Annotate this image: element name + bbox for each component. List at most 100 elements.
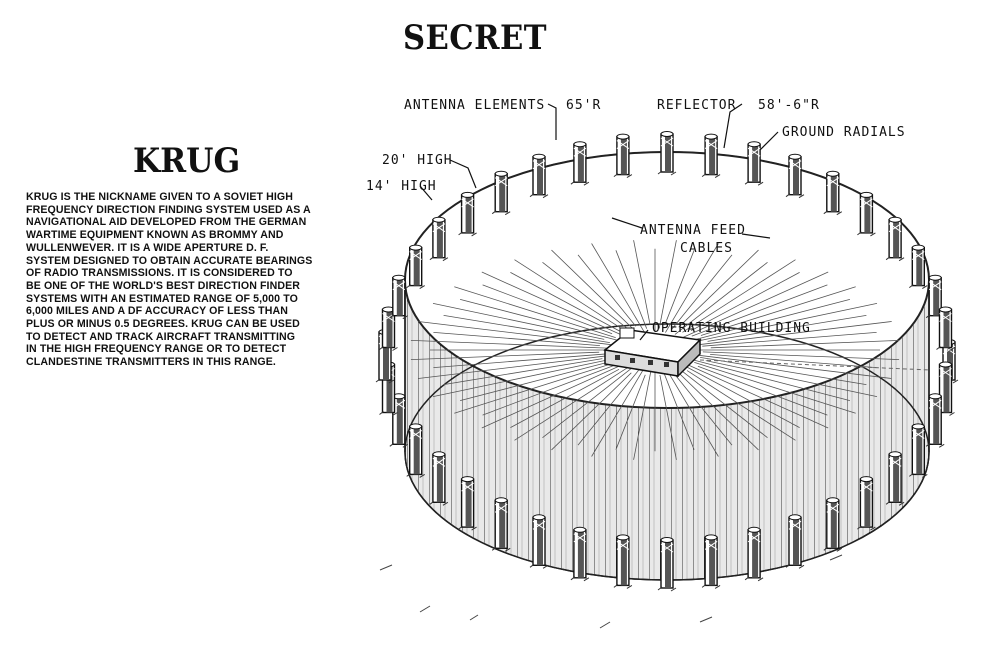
feed-radial-line bbox=[482, 284, 613, 335]
antenna-mast bbox=[379, 306, 398, 351]
feed-radial-line bbox=[551, 249, 635, 331]
antenna-mast bbox=[785, 514, 805, 569]
feed-radial-line bbox=[674, 365, 768, 439]
feed-radial-line bbox=[410, 340, 608, 349]
feed-radial-line bbox=[633, 240, 651, 325]
feed-radial-line bbox=[443, 358, 603, 385]
antenna-mast bbox=[529, 153, 549, 199]
antenna-mast bbox=[785, 153, 805, 199]
label-antenna-feed: ANTENNA FEED bbox=[640, 223, 746, 238]
feed-radial-line bbox=[665, 243, 719, 333]
feed-radial-line bbox=[481, 271, 627, 338]
antenna-mast bbox=[925, 274, 945, 320]
feed-radial-line bbox=[418, 354, 617, 379]
feed-radial-line bbox=[432, 358, 612, 397]
feed-radial-line bbox=[682, 259, 796, 333]
antenna-mast bbox=[429, 216, 449, 262]
antenna-mast bbox=[406, 244, 425, 290]
label-antenna-elements: ANTENNA ELEMENTS bbox=[404, 98, 545, 113]
feed-radial-line bbox=[615, 374, 646, 450]
feed-radial-line bbox=[694, 362, 856, 414]
feed-radial-line bbox=[710, 354, 877, 368]
feed-radial-line bbox=[710, 340, 900, 349]
feed-radial-line bbox=[443, 315, 610, 343]
label-cables: CABLES bbox=[680, 241, 733, 256]
antenna-mast bbox=[657, 537, 677, 592]
antenna-mast bbox=[529, 514, 549, 569]
label-operating-building: OPERATING BUILDING bbox=[652, 321, 811, 336]
antenna-mast bbox=[857, 191, 876, 237]
feed-radial-line bbox=[689, 299, 851, 342]
antenna-mast bbox=[925, 393, 945, 448]
feed-radial-line bbox=[432, 303, 605, 340]
classification-marking: SECRET bbox=[402, 18, 547, 58]
antenna-mast bbox=[491, 170, 511, 216]
feed-radial-line bbox=[482, 363, 619, 416]
feed-radial-line bbox=[433, 353, 608, 368]
antenna-mast bbox=[389, 393, 409, 448]
antenna-mast bbox=[936, 306, 955, 351]
feed-radial-line bbox=[662, 371, 695, 450]
feed-radial-line bbox=[683, 362, 829, 429]
feed-radial-line bbox=[658, 240, 677, 329]
feed-radial-line bbox=[577, 370, 639, 446]
label-reflector-radius: 58'-6"R bbox=[758, 98, 820, 113]
feed-radial-line bbox=[664, 250, 695, 326]
antenna-mast bbox=[909, 244, 928, 290]
feed-radial-line bbox=[633, 371, 652, 460]
feed-radial-line bbox=[707, 315, 867, 342]
feed-radial-line bbox=[698, 303, 878, 342]
feed-radial-line bbox=[689, 358, 851, 401]
feed-radial-line bbox=[691, 284, 828, 337]
antenna-mast bbox=[885, 216, 905, 262]
feed-radial-line bbox=[693, 354, 892, 379]
feed-radial-line bbox=[702, 332, 877, 347]
feed-radial-line bbox=[674, 261, 768, 335]
antenna-mast bbox=[909, 423, 928, 478]
antenna-mast bbox=[389, 274, 409, 320]
antenna-mast bbox=[570, 141, 590, 186]
antenna-mast bbox=[429, 451, 449, 506]
feed-radial-line bbox=[542, 261, 636, 335]
antenna-mast bbox=[458, 191, 477, 237]
feed-radial-line bbox=[514, 367, 628, 441]
feed-radial-line bbox=[510, 272, 625, 334]
feed-radial-line bbox=[659, 375, 677, 460]
antenna-mast bbox=[613, 133, 633, 179]
antenna-mast bbox=[570, 526, 590, 582]
feed-radial-line bbox=[690, 272, 800, 332]
label-ground-radials: GROUND RADIALS bbox=[782, 125, 906, 140]
feed-radial-line bbox=[700, 357, 867, 385]
antenna-mast bbox=[823, 170, 843, 216]
feed-radial-line bbox=[577, 254, 637, 327]
feed-radial-line bbox=[514, 259, 624, 330]
antenna-mast bbox=[491, 497, 511, 552]
feed-radial-line bbox=[665, 367, 719, 457]
antenna-mast bbox=[657, 131, 677, 176]
feed-radial-line bbox=[459, 358, 621, 401]
feed-radial-line bbox=[685, 366, 800, 428]
feed-radial-line bbox=[673, 373, 733, 446]
diagram-labels: ANTENNA ELEMENTS 65'R REFLECTOR 58'-6"R … bbox=[366, 98, 906, 336]
antenna-mast bbox=[885, 451, 905, 506]
operating-building bbox=[603, 327, 931, 378]
antenna-mast bbox=[406, 423, 425, 478]
feed-radial-line bbox=[678, 249, 759, 328]
feed-radial-line bbox=[683, 271, 829, 338]
feed-radial-line bbox=[700, 286, 856, 336]
label-antenna-radius: 65'R bbox=[566, 98, 601, 113]
feed-radial-line bbox=[671, 254, 733, 330]
antenna-mast bbox=[823, 497, 843, 552]
feed-radial-line bbox=[542, 365, 636, 439]
feed-radial-line bbox=[459, 299, 621, 342]
feed-radial-line bbox=[433, 332, 600, 346]
antenna-mast bbox=[857, 476, 876, 531]
feed-radial-line bbox=[551, 372, 632, 451]
antenna-mast bbox=[613, 534, 633, 589]
feed-radial-line bbox=[591, 367, 645, 457]
feed-radial-line bbox=[454, 364, 610, 414]
antenna-mast bbox=[744, 141, 764, 186]
feed-radial-line bbox=[510, 368, 620, 428]
antenna-mast bbox=[701, 133, 721, 179]
